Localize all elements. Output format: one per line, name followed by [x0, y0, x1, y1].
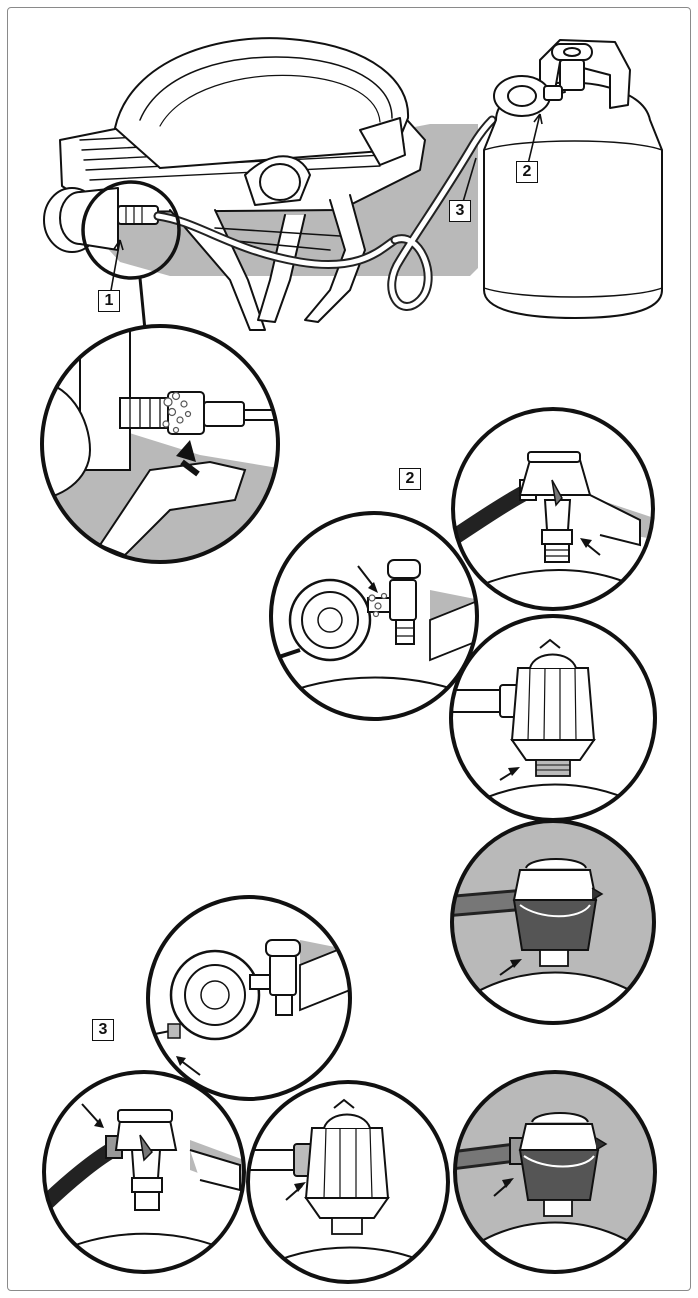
magnified-valve-connection [40, 324, 280, 564]
detail-circle-shaded-regulator [450, 819, 656, 1025]
detail-circle-cylindrical-regulator [449, 614, 657, 822]
callout-3: 3 [449, 200, 471, 222]
section-label-2: 2 [399, 468, 421, 490]
magnifier-connector [138, 277, 147, 331]
detail-circle-shaded-regulator-step3 [453, 1070, 657, 1274]
detail-circle-cylindrical-regulator-step3 [246, 1080, 450, 1284]
detail-circle-round-regulator-step3 [146, 895, 352, 1101]
callout-2: 2 [516, 161, 538, 183]
section-label-3: 3 [92, 1019, 114, 1041]
detail-circle-regulator-dark-hose [451, 407, 655, 611]
detail-circle-round-regulator [269, 511, 479, 721]
callout-1: 1 [98, 290, 120, 312]
valve-highlight-circle [81, 180, 181, 280]
callout-leader-lines [109, 113, 543, 297]
grill-and-cylinder-illustration [43, 37, 663, 331]
detail-circle-regulator-dark-hose-step3 [42, 1070, 246, 1274]
